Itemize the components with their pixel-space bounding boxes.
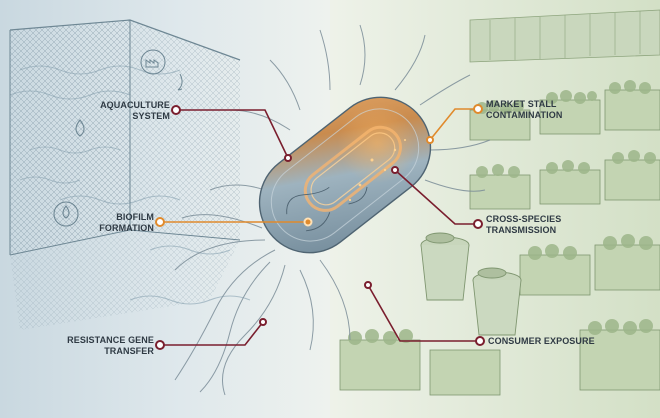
label-consumer-exposure: CONSUMER EXPOSURE — [488, 336, 598, 347]
label-market-stall-contamination: MARKET STALL CONTAMINATION — [486, 99, 586, 121]
label-resistance-gene-transfer: RESISTANCE GENE TRANSFER — [66, 335, 154, 357]
label-biofilm-formation: BIOFILM FORMATION — [80, 212, 154, 234]
net-enclosure — [10, 20, 240, 330]
label-aquaculture-system: AQUACULTURE SYSTEM — [92, 100, 170, 122]
label-cross-species-transmission: CROSS-SPECIES TRANSMISSION — [486, 214, 586, 236]
